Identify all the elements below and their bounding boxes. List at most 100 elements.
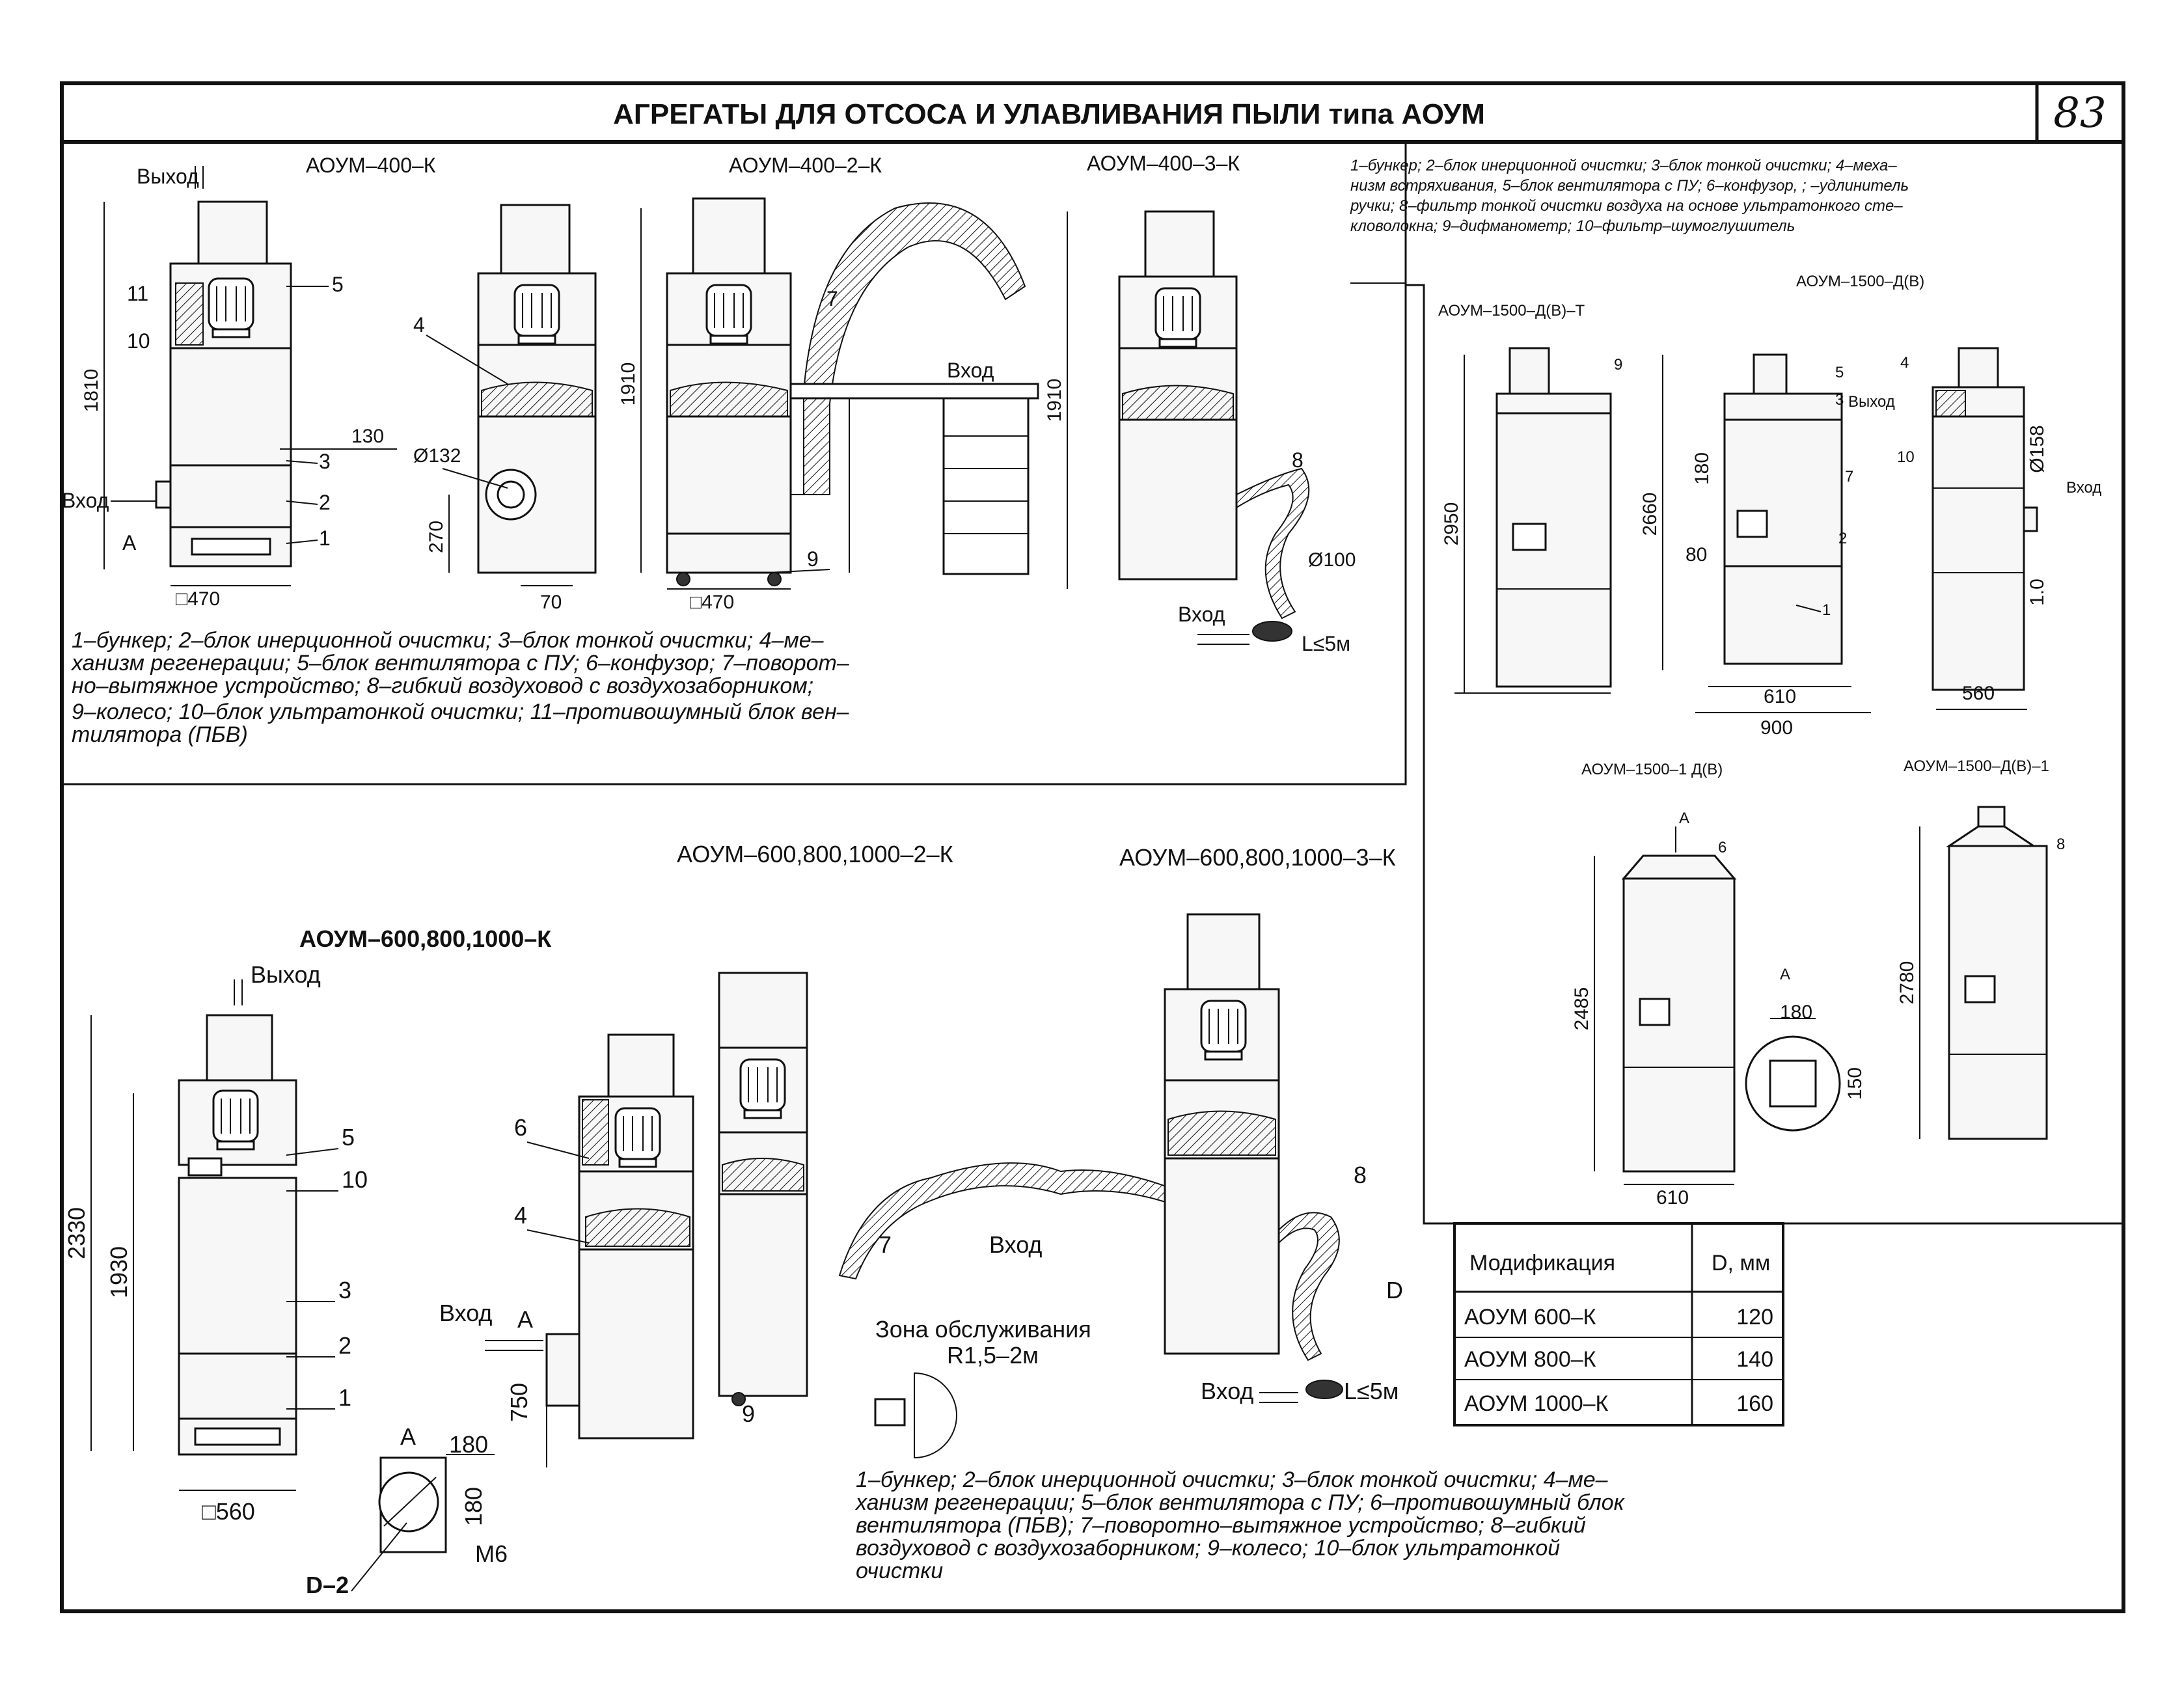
label-aoum-1500-1: АОУМ–1500–1 Д(В) xyxy=(1581,761,1723,778)
dim-1930: 1930 xyxy=(105,1246,132,1298)
label-vhod: Вход xyxy=(62,489,109,512)
legend-top-left: 1–бункер; 2–блок инерционной очистки; 3–… xyxy=(70,628,850,747)
callout-7: 7 xyxy=(1845,468,1853,485)
legend-line: кловолокна; 9–дифманометр; 10–фильтр–шум… xyxy=(1350,217,1795,235)
legend-bottom: 1–бункер; 2–блок инерционной очистки; 3–… xyxy=(854,1467,1626,1583)
page-number: 83 xyxy=(2053,89,2106,137)
unit-aoum-1500-t: АОУМ–1500–Д(В)–Т 2950 9 xyxy=(1438,302,1622,694)
label-aoum-600-k: АОУМ–600,800,1000–К xyxy=(299,925,552,952)
dim-180b: 180 xyxy=(460,1487,487,1526)
label-vhod: Вход xyxy=(989,1231,1042,1258)
legend-line: вентилятора (ПБВ); 7–поворотно–вытяжное … xyxy=(856,1513,1586,1538)
legend-top-right: 1–бункер; 2–блок инерционной очистки; 3–… xyxy=(1350,157,1909,235)
legend-line: но–вытяжное устройство; 8–гибкий воздухо… xyxy=(72,674,813,698)
label-vyhod: Выход xyxy=(137,165,199,188)
table-header-modification: Модификация xyxy=(1469,1251,1615,1276)
callout-3: 3 xyxy=(338,1277,351,1303)
unit-aoum-600-2-k: АОУМ–600,800,1000–2–К 6 4 Вход А 750 7 В… xyxy=(439,841,1179,1467)
table-cell-d: 140 xyxy=(1736,1347,1773,1372)
dim-2780: 2780 xyxy=(1896,961,1918,1005)
dim-2660: 2660 xyxy=(1639,493,1661,536)
label-d: D xyxy=(1386,1277,1403,1303)
dim-d132: Ø132 xyxy=(413,445,461,467)
label-vhod: Вход xyxy=(2066,479,2101,497)
callout-5: 5 xyxy=(342,1124,355,1151)
unit-aoum-1500-d1: АОУМ–1500–Д(В)–1 2780 8 xyxy=(1896,757,2065,1140)
callout-1: 1 xyxy=(1822,601,1831,619)
dim-2950: 2950 xyxy=(1441,502,1462,546)
label-aoum-1500-t: АОУМ–1500–Д(В)–Т xyxy=(1438,302,1585,320)
label-zone: Зона обслуживания xyxy=(875,1316,1091,1343)
label-vhod3: Вход xyxy=(1178,603,1225,626)
legend-line: 1–бункер; 2–блок инерционной очистки; 3–… xyxy=(1350,157,1897,174)
callout-4: 4 xyxy=(1900,354,1909,372)
label-d2: D–2 xyxy=(306,1572,349,1598)
unit-aoum-400-k-side: Ø132 270 70 4 xyxy=(413,204,597,613)
page-title: АГРЕГАТЫ ДЛЯ ОТСОСА И УЛАВЛИВАНИЯ ПЫЛИ т… xyxy=(613,98,1485,130)
unit-aoum-1500-side: 4 10 Ø158 Вход 1.0 560 xyxy=(1897,347,2101,710)
label-vhod2: Вход xyxy=(439,1300,492,1326)
callout-7: 7 xyxy=(826,287,838,310)
legend-line: 1–бункер; 2–блок инерционной очистки; 3–… xyxy=(856,1467,1609,1492)
label-aoum-400-3-k: АОУМ–400–3–К xyxy=(1087,152,1240,175)
dim-560: 560 xyxy=(1962,683,1995,704)
legend-line: тилятора (ПБВ) xyxy=(72,722,248,747)
dim-470a: □470 xyxy=(176,588,220,610)
legend-line: низм встряхивания, 5–блок вентилятора с … xyxy=(1350,177,1909,195)
dim-1810: 1810 xyxy=(81,369,102,413)
unit-aoum-600-k: АОУМ–600,800,1000–К Выход 2330 1930 □560… xyxy=(63,925,552,1525)
unit-aoum-600-3-k: АОУМ–600,800,1000–3–К 8 D Вход L≤5м xyxy=(1119,844,1403,1404)
table-cell-model: АОУМ 800–К xyxy=(1464,1347,1596,1372)
dim-610: 610 xyxy=(1764,686,1796,707)
callout-9: 9 xyxy=(742,1400,755,1427)
label-vhod3: Вход xyxy=(1201,1378,1253,1404)
dim-2485: 2485 xyxy=(1571,987,1592,1031)
label-vyhod: Выход xyxy=(1848,393,1895,411)
callout-7: 7 xyxy=(879,1231,892,1258)
dim-470b: □470 xyxy=(690,592,734,613)
callout-3: 3 xyxy=(1835,391,1844,409)
dim-d158: Ø158 xyxy=(2027,425,2048,472)
callout-10: 10 xyxy=(342,1166,368,1193)
legend-line: воздуховод с воздухозаборником; 9–колесо… xyxy=(856,1536,1560,1561)
unit-aoum-1500-1: АОУМ–1500–1 Д(В) А 6 2485 610 А 180 150 xyxy=(1571,761,1866,1208)
dim-d100: Ø100 xyxy=(1308,549,1356,571)
dim-130: 130 xyxy=(351,426,384,447)
legend-line: 1–бункер; 2–блок инерционной очистки; 3–… xyxy=(72,628,825,653)
detail-a-bottom: А 180 180 М6 D–2 xyxy=(306,1423,508,1598)
label-a: А xyxy=(400,1423,416,1450)
callout-8: 8 xyxy=(1292,448,1304,472)
label-aoum-400-2-k: АОУМ–400–2–К xyxy=(729,154,882,177)
dim-1n: 1.0 xyxy=(2027,579,2048,606)
callout-8: 8 xyxy=(2056,836,2065,853)
callout-9: 9 xyxy=(807,547,819,571)
section-divider-inner xyxy=(1350,282,1406,784)
callout-3: 3 xyxy=(319,450,331,473)
callout-4: 4 xyxy=(413,313,425,336)
legend-line: очистки xyxy=(856,1559,943,1583)
label-a2: А xyxy=(1780,966,1790,983)
dim-900: 900 xyxy=(1760,717,1793,739)
table-cell-d: 120 xyxy=(1736,1305,1773,1330)
label-aoum-400-k: АОУМ–400–К xyxy=(306,154,436,177)
dim-80: 80 xyxy=(1686,544,1707,566)
outer-frame xyxy=(60,81,2125,1613)
label-m6: М6 xyxy=(475,1540,508,1567)
dim-70: 70 xyxy=(540,592,562,613)
dim-1910b: 1910 xyxy=(1044,379,1065,422)
callout-6: 6 xyxy=(1718,839,1727,856)
dim-560: □560 xyxy=(202,1498,255,1525)
dim-2330: 2330 xyxy=(63,1207,90,1259)
dim-180: 180 xyxy=(1691,452,1713,485)
callout-5: 5 xyxy=(1835,364,1844,381)
callout-6: 6 xyxy=(514,1114,527,1141)
legend-line: ханизм регенерации; 5–блок вентилятора с… xyxy=(70,651,850,675)
label-a2: А xyxy=(517,1306,533,1333)
callout-2: 2 xyxy=(319,491,331,514)
callout-2: 2 xyxy=(1838,530,1847,547)
dim-270: 270 xyxy=(426,521,447,553)
callout-10: 10 xyxy=(1897,448,1915,466)
label-l5m: L≤5м xyxy=(1302,632,1350,655)
label-aoum-1500: АОУМ–1500–Д(В) xyxy=(1796,273,1924,290)
